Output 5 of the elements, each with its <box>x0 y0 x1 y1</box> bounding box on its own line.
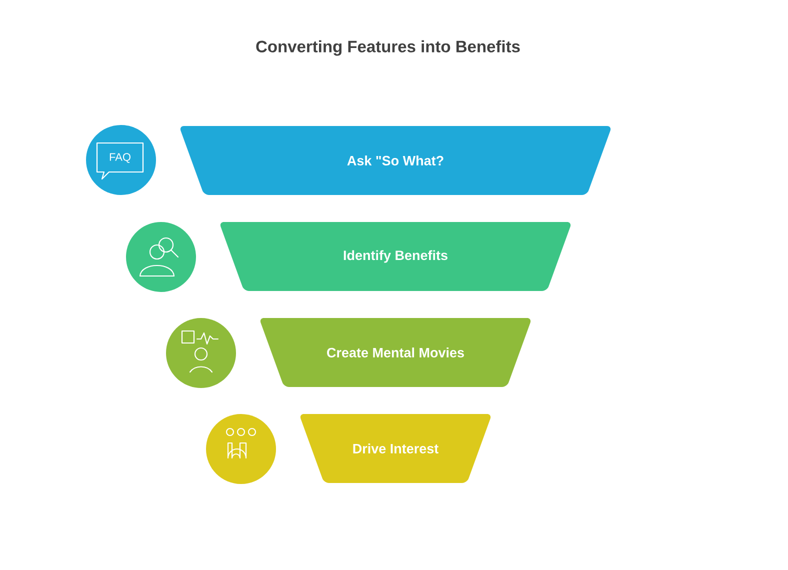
funnel-band: Drive Interest <box>300 414 491 483</box>
funnel-band: Create Mental Movies <box>260 318 531 387</box>
funnel-band: Identify Benefits <box>220 222 571 291</box>
title: Converting Features into Benefits <box>256 40 520 56</box>
funnel-band: Ask "So What? <box>180 126 611 195</box>
